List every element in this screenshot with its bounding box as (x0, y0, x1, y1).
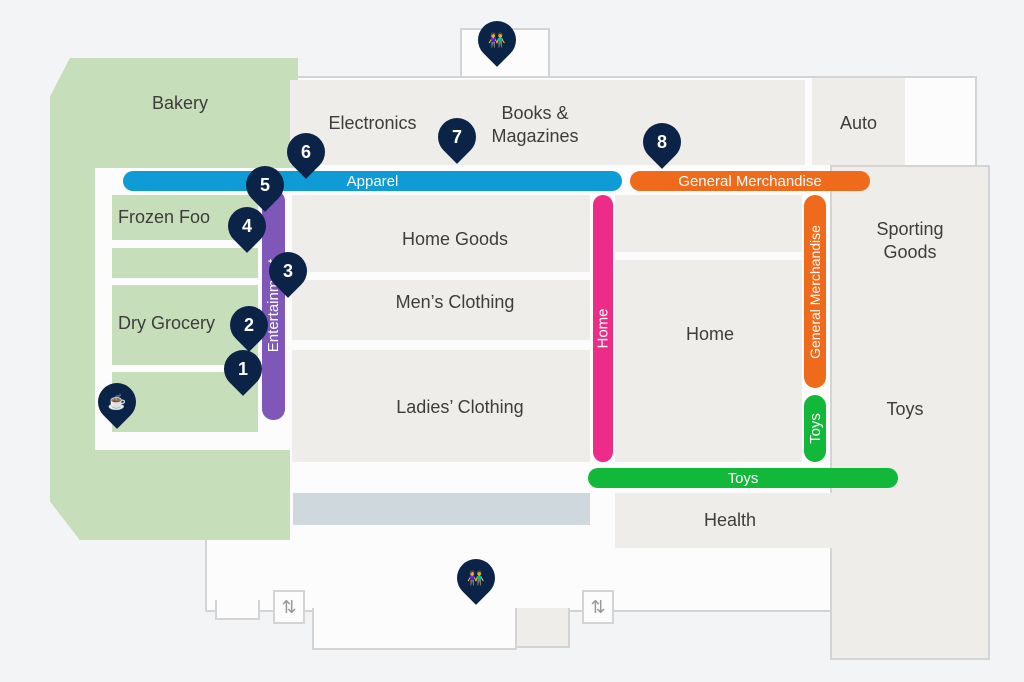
marker-8-label: 8 (656, 131, 667, 152)
marker-5-label: 5 (259, 174, 270, 195)
aisle-entertainment[interactable]: Entertainment (262, 190, 285, 420)
marker-4-label: 4 (241, 215, 252, 236)
restroom-marker-top[interactable]: 👫 (470, 13, 524, 67)
marker-2[interactable]: 2 (222, 298, 276, 352)
aisle-toys-vertical[interactable]: Toys (804, 395, 826, 462)
checkout-area (293, 493, 590, 525)
dept-dry-grocery[interactable]: Dry Grocery (118, 313, 216, 333)
dept-mens-clothing[interactable]: Men’s Clothing (395, 292, 515, 312)
dept-auto-block (812, 78, 905, 165)
dept-health[interactable]: Health (703, 510, 757, 530)
aisle-toys-vertical-label: Toys (806, 413, 824, 444)
bottom-annex-left (215, 600, 260, 620)
right-upper-block (615, 195, 802, 252)
home-block (615, 260, 802, 462)
restroom-icon: 👫 (467, 569, 485, 586)
bottom-annex (312, 600, 517, 650)
dept-home-goods[interactable]: Home Goods (401, 229, 509, 249)
escalator-icon[interactable]: ⇅ (273, 590, 305, 624)
marker-3[interactable]: 3 (261, 244, 315, 298)
dept-books-magazines[interactable]: Books & Magazines (491, 103, 579, 146)
marker-2-label: 2 (243, 314, 254, 335)
restroom-marker-bottom[interactable]: 👫 (449, 551, 503, 605)
dept-bakery[interactable]: Bakery (151, 93, 209, 113)
right-column (830, 165, 990, 660)
health-block (615, 493, 848, 548)
dept-frozen-food[interactable]: Frozen Foo (118, 207, 211, 227)
marker-6-label: 6 (300, 141, 311, 162)
marker-6[interactable]: 6 (279, 125, 333, 179)
cafe-marker[interactable]: ☕ (90, 375, 144, 429)
mens-clothing-block (292, 280, 590, 340)
grocery-block-2 (112, 248, 258, 278)
marker-3-label: 3 (282, 260, 293, 281)
aisle-general-merchandise-vertical[interactable]: General Merchandise (804, 195, 826, 388)
marker-1[interactable]: 1 (216, 342, 270, 396)
dept-auto[interactable]: Auto (839, 113, 878, 133)
marker-7-label: 7 (451, 126, 462, 147)
restroom-icon: 👫 (488, 31, 506, 48)
marker-4[interactable]: 4 (220, 199, 274, 253)
dept-ladies-clothing[interactable]: Ladies’ Clothing (396, 397, 524, 417)
ladies-clothing-block (292, 350, 590, 462)
marker-8[interactable]: 8 (635, 115, 689, 169)
escalator-icon[interactable]: ⇅ (582, 590, 614, 624)
dept-home[interactable]: Home (685, 324, 734, 344)
marker-7[interactable]: 7 (430, 110, 484, 164)
dept-toys[interactable]: Toys (886, 399, 924, 419)
dept-electronics[interactable]: Electronics (328, 113, 417, 133)
dept-top-block (290, 80, 805, 165)
cafe-icon: ☕ (107, 394, 127, 411)
aisle-home-label: Home (594, 308, 612, 349)
aisle-home[interactable]: Home (593, 195, 613, 462)
aisle-apparel-label: Apparel (346, 172, 399, 190)
aisle-general-merchandise-horizontal[interactable]: General Merchandise (630, 171, 870, 191)
aisle-toys-label: Toys (727, 469, 759, 487)
aisle-gm-vertical-label: General Merchandise (807, 224, 824, 359)
aisle-gm-label: General Merchandise (678, 172, 822, 190)
dept-sporting-goods[interactable]: Sporting Goods (876, 219, 944, 262)
marker-1-label: 1 (237, 358, 248, 379)
home-goods-block (292, 195, 590, 272)
aisle-apparel[interactable]: Apparel (123, 171, 622, 191)
aisle-toys-horizontal[interactable]: Toys (588, 468, 898, 488)
marker-5[interactable]: 5 (238, 158, 292, 212)
